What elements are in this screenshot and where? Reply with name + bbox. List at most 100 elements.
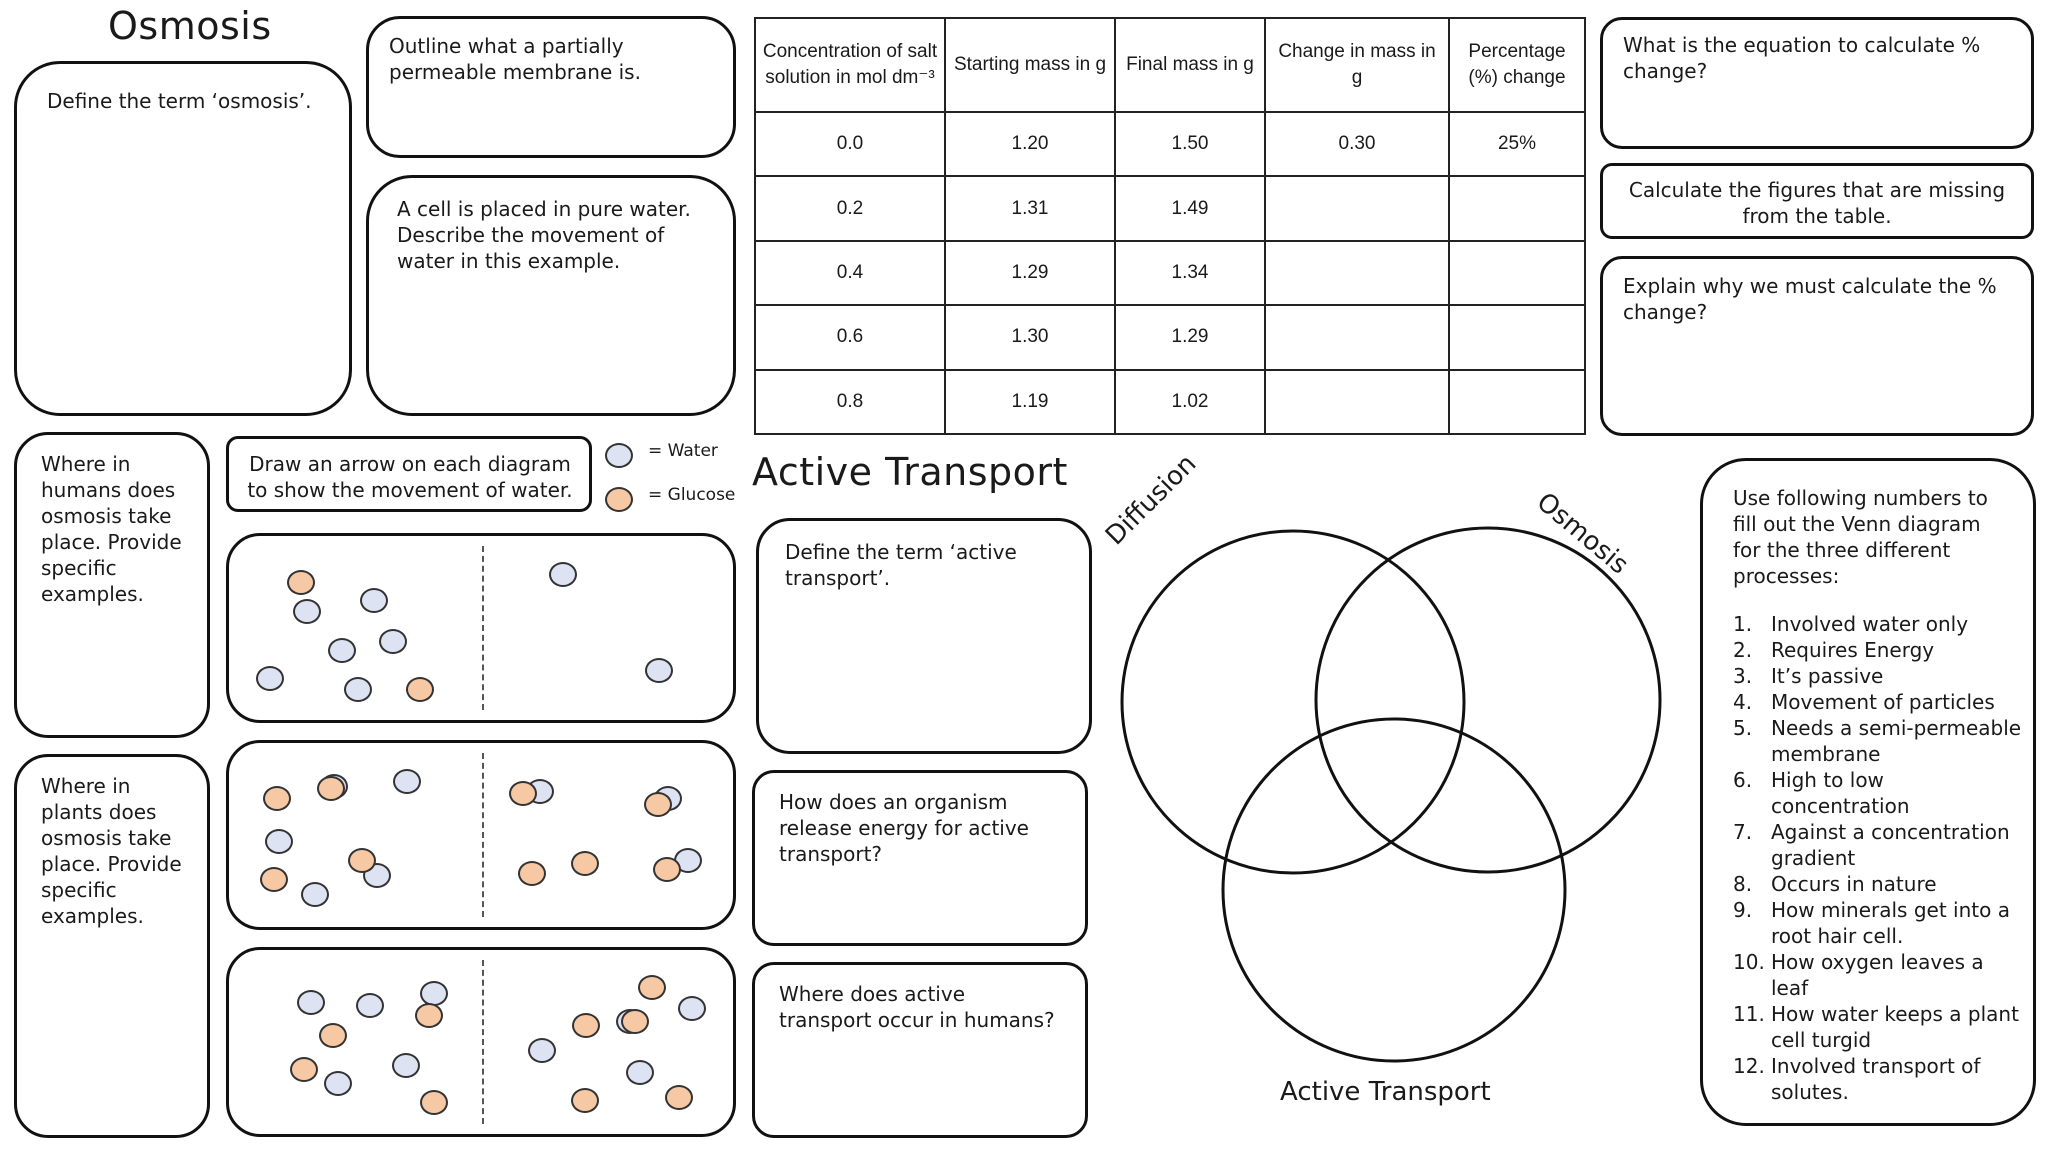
venn-diffusion-circle[interactable] bbox=[1120, 529, 1466, 875]
process-list-item: 8. Occurs in nature bbox=[1733, 871, 2023, 897]
table-cell[interactable] bbox=[1264, 304, 1450, 371]
process-item-number: 11. bbox=[1733, 1002, 1765, 1026]
venn-osmosis-circle[interactable] bbox=[1314, 526, 1662, 874]
water-particle bbox=[355, 992, 384, 1018]
water-legend-label: = Water bbox=[648, 441, 718, 461]
calculate-box: Calculate the figures that are missing f… bbox=[1600, 163, 2034, 239]
table-cell[interactable] bbox=[1264, 175, 1450, 242]
pure-water-question: A cell is placed in pure water. Describe… bbox=[397, 197, 691, 273]
glucose-particle bbox=[263, 786, 292, 812]
process-list-item: 7. Against a concentration gradient bbox=[1733, 819, 2023, 871]
process-list-item: 9. How minerals get into a root hair cell… bbox=[1733, 897, 2023, 949]
energy-question: How does an organism release energy for … bbox=[779, 790, 1029, 866]
energy-box[interactable]: How does an organism release energy for … bbox=[752, 770, 1088, 946]
glucose-particle bbox=[652, 857, 681, 883]
process-item-text: Against a concentration gradient bbox=[1771, 820, 2010, 870]
table-cell[interactable] bbox=[1448, 239, 1586, 307]
header-percentage-change: Percentage (%) change bbox=[1448, 17, 1586, 113]
explain-box[interactable]: Explain why we must calculate the % chan… bbox=[1600, 256, 2034, 436]
membrane-box[interactable]: Outline what a partially permeable membr… bbox=[366, 16, 736, 158]
table-cell[interactable] bbox=[1448, 368, 1586, 436]
water-particle bbox=[392, 1053, 421, 1079]
process-item-text: Involved water only bbox=[1771, 612, 1969, 636]
process-item-number: 5. bbox=[1733, 716, 1753, 740]
pure-water-box[interactable]: A cell is placed in pure water. Describe… bbox=[366, 175, 736, 416]
process-list-intro: Use following numbers to fill out the Ve… bbox=[1733, 486, 1988, 588]
process-item-text: How oxygen leaves a leaf bbox=[1771, 950, 1984, 1000]
process-list-item: 5.Needs a semi-permeable membrane bbox=[1733, 715, 2023, 767]
glucose-particle bbox=[348, 848, 377, 874]
table-cell: 0.2 bbox=[754, 175, 946, 242]
venn-label-active-transport: Active Transport bbox=[1280, 1077, 1491, 1107]
table-cell[interactable]: 25% bbox=[1448, 110, 1586, 178]
header-starting-mass: Starting mass in g bbox=[944, 17, 1116, 113]
glucose-particle bbox=[571, 851, 600, 877]
define-active-box[interactable]: Define the term ‘active transport’. bbox=[756, 518, 1092, 754]
glucose-particle bbox=[289, 1056, 318, 1082]
table-cell: 1.29 bbox=[1114, 304, 1266, 371]
define-osmosis-question: Define the term ‘osmosis’. bbox=[47, 89, 312, 113]
water-particle bbox=[328, 637, 357, 663]
glucose-particle bbox=[420, 1089, 449, 1115]
process-item-number: 1. bbox=[1733, 612, 1753, 636]
process-item-text: How water keeps a plant cell turgid bbox=[1771, 1002, 2019, 1052]
table-cell: 0.8 bbox=[754, 368, 946, 436]
osmosis-diagram-2[interactable] bbox=[226, 740, 736, 930]
process-item-number: 9. bbox=[1733, 898, 1753, 922]
equation-question: What is the equation to calculate % chan… bbox=[1623, 33, 1981, 83]
process-item-number: 7. bbox=[1733, 820, 1753, 844]
process-item-number: 3. bbox=[1733, 664, 1753, 688]
table-cell: 1.30 bbox=[944, 304, 1116, 371]
water-legend-dot bbox=[605, 443, 633, 468]
process-item-number: 12. bbox=[1733, 1054, 1765, 1078]
table-cell[interactable] bbox=[1264, 368, 1450, 436]
water-particle bbox=[677, 996, 706, 1022]
define-active-question: Define the term ‘active transport’. bbox=[785, 540, 1017, 590]
header-final-mass: Final mass in g bbox=[1114, 17, 1266, 113]
water-particle bbox=[360, 587, 389, 613]
table-row: 0.8 1.19 1.02 bbox=[754, 368, 1586, 436]
venn-active-transport-circle[interactable] bbox=[1221, 717, 1567, 1063]
water-particle bbox=[626, 1059, 655, 1085]
process-list-item: 2.Requires Energy bbox=[1733, 637, 2023, 663]
active-transport-title: Active Transport bbox=[752, 450, 1068, 494]
process-item-text: How minerals get into a root hair cell. bbox=[1771, 898, 2010, 948]
venn-diagram[interactable] bbox=[1100, 480, 1680, 1140]
water-particle bbox=[549, 562, 578, 588]
water-particle bbox=[297, 990, 326, 1016]
membrane-divider bbox=[482, 546, 484, 710]
active-humans-box[interactable]: Where does active transport occur in hum… bbox=[752, 962, 1088, 1138]
glucose-particle bbox=[643, 792, 672, 818]
table-cell: 1.19 bbox=[944, 368, 1116, 436]
table-cell[interactable] bbox=[1448, 304, 1586, 371]
water-particle bbox=[265, 828, 294, 854]
process-list-box: Use following numbers to fill out the Ve… bbox=[1700, 458, 2036, 1126]
process-item-number: 8. bbox=[1733, 872, 1753, 896]
table-cell[interactable] bbox=[1264, 239, 1450, 307]
define-osmosis-box[interactable]: Define the term ‘osmosis’. bbox=[14, 61, 352, 416]
header-concentration: Concentration of salt solution in mol dm… bbox=[754, 17, 946, 113]
table-cell: 1.49 bbox=[1114, 175, 1266, 242]
calculate-instruction: Calculate the figures that are missing f… bbox=[1628, 178, 2006, 228]
process-item-number: 4. bbox=[1733, 690, 1753, 714]
active-humans-question: Where does active transport occur in hum… bbox=[779, 982, 1055, 1032]
process-item-text: It’s passive bbox=[1771, 664, 1884, 688]
process-item-text: Occurs in nature bbox=[1771, 872, 1937, 896]
table-cell: 0.0 bbox=[754, 110, 946, 178]
water-particle bbox=[420, 980, 448, 1006]
osmosis-diagram-3[interactable] bbox=[226, 947, 736, 1137]
process-item-text: Requires Energy bbox=[1771, 638, 1935, 662]
osmosis-diagram-1[interactable] bbox=[226, 533, 736, 723]
glucose-particle bbox=[317, 775, 346, 801]
water-particle bbox=[378, 629, 407, 655]
humans-osmosis-box[interactable]: Where in humans does osmosis take place.… bbox=[14, 432, 210, 738]
table-header-row: Concentration of salt solution in mol dm… bbox=[754, 17, 1586, 113]
glucose-particle bbox=[406, 677, 435, 703]
plants-osmosis-question: Where in plants does osmosis take place.… bbox=[41, 774, 182, 928]
process-list-item: 12.Involved transport of solutes. bbox=[1733, 1053, 2023, 1105]
table-cell[interactable] bbox=[1448, 175, 1586, 242]
equation-box[interactable]: What is the equation to calculate % chan… bbox=[1600, 17, 2034, 149]
arrow-instruction-text: Draw an arrow on each diagram to show th… bbox=[247, 452, 573, 502]
plants-osmosis-box[interactable]: Where in plants does osmosis take place.… bbox=[14, 754, 210, 1138]
table-cell[interactable]: 0.30 bbox=[1264, 110, 1450, 178]
